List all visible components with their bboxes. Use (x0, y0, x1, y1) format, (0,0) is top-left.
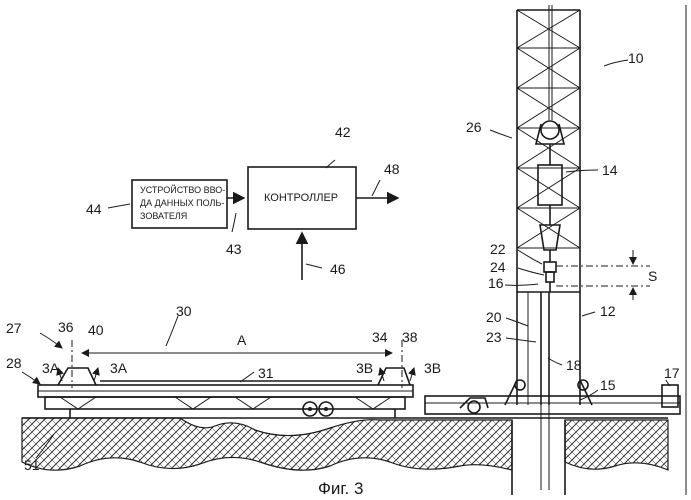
ref-42: 42 (335, 124, 351, 140)
dimension-s-label: S (648, 268, 657, 284)
block-diagram: УСТРОЙСТВО ВВО- ДА ДАННЫХ ПОЛЬ- ЗОВАТЕЛЯ… (108, 160, 398, 280)
ref-18: 18 (566, 357, 582, 373)
ref-34: 34 (372, 329, 388, 345)
ref-3b-right: 3B (424, 360, 441, 376)
controller-label: КОНТРОЛЛЕР (264, 192, 338, 204)
ref-48: 48 (384, 161, 400, 177)
ref-15: 15 (600, 377, 616, 393)
input-device-line-1: УСТРОЙСТВО ВВО- (140, 184, 225, 195)
ref-23: 23 (486, 329, 502, 345)
ref-22: 22 (490, 241, 506, 257)
ref-3b-left: 3B (356, 360, 373, 376)
rig-floor (425, 380, 680, 414)
ground (22, 418, 668, 470)
ref-3a-right: 3A (110, 360, 128, 376)
ref-40: 40 (88, 322, 104, 338)
ref-3a-left: 3A (42, 360, 60, 376)
ref-26: 26 (466, 119, 482, 135)
ref-14: 14 (602, 162, 618, 178)
ref-17: 17 (664, 365, 680, 381)
figure-caption: Фиг. 3 (318, 479, 363, 498)
leaders (22, 60, 670, 458)
ref-20: 20 (486, 309, 502, 325)
ref-36: 36 (58, 319, 74, 335)
dimension-a-label: A (237, 332, 247, 348)
ref-16: 16 (488, 275, 504, 291)
ref-46: 46 (330, 261, 346, 277)
ref-43: 43 (226, 241, 242, 257)
ref-44: 44 (86, 201, 102, 217)
ref-30: 30 (176, 303, 192, 319)
ref-24: 24 (490, 259, 506, 275)
ref-10: 10 (628, 50, 644, 66)
ref-28: 28 (6, 355, 22, 371)
ref-31: 31 (258, 365, 274, 381)
ref-38: 38 (402, 329, 418, 345)
input-device-line-2: ДА ДАННЫХ ПОЛЬ- (140, 198, 224, 208)
ref-27: 27 (6, 320, 22, 336)
ref-12: 12 (600, 303, 616, 319)
ref-51: 51 (24, 457, 40, 473)
input-device-line-3: ЗОВАТЕЛЯ (140, 211, 187, 221)
pipe-strings (528, 292, 549, 405)
